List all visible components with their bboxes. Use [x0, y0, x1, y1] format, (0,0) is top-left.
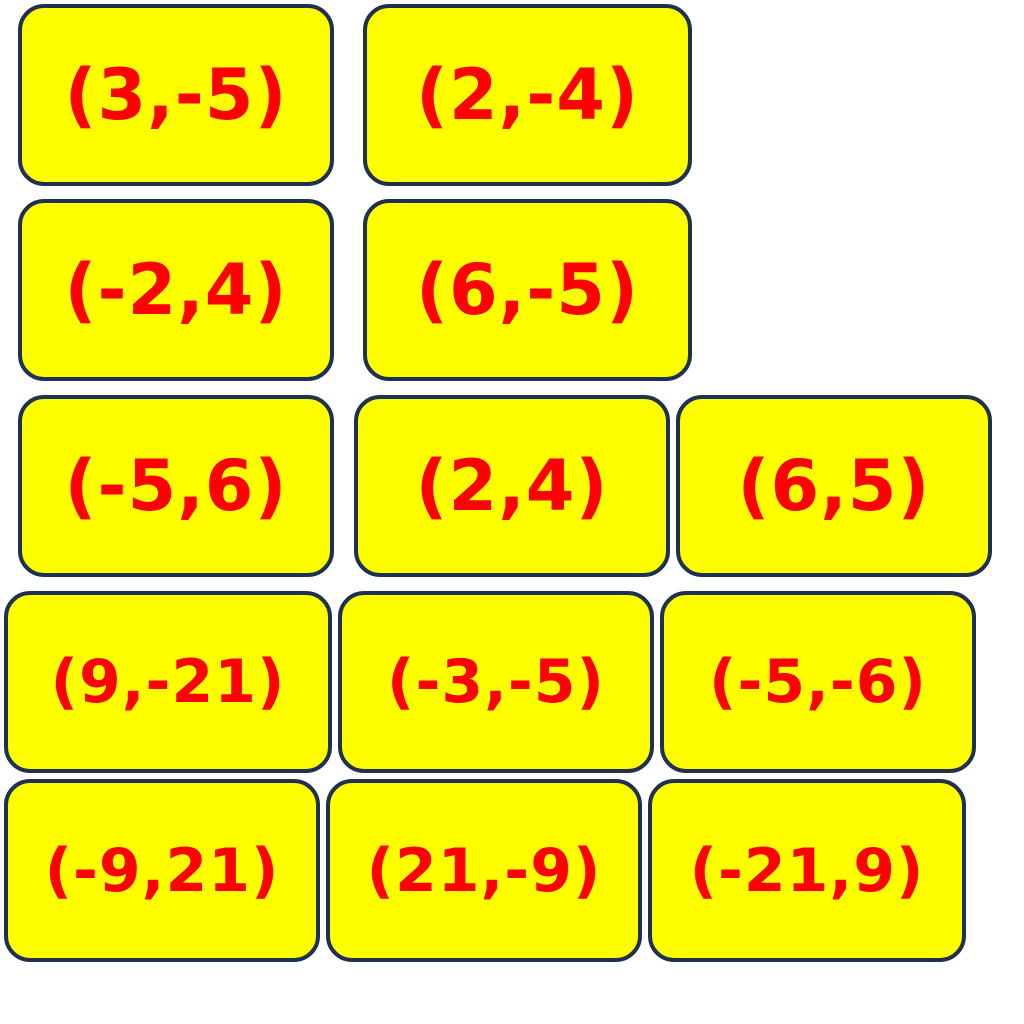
coordinate-label: (3,-5): [64, 54, 288, 136]
coordinate-card[interactable]: (2,-4): [363, 4, 692, 186]
coordinate-card[interactable]: (6,5): [676, 395, 992, 577]
coordinate-card[interactable]: (-2,4): [18, 199, 334, 381]
coordinate-card[interactable]: (21,-9): [326, 779, 642, 962]
coordinate-card[interactable]: (-9,21): [4, 779, 320, 962]
coordinate-card[interactable]: (-21,9): [648, 779, 966, 962]
coordinate-card[interactable]: (3,-5): [18, 4, 334, 186]
coordinate-label: (2,4): [415, 445, 609, 527]
coordinate-label: (-3,-5): [387, 647, 605, 717]
coordinate-label: (-21,9): [689, 835, 925, 906]
coordinate-label: (2,-4): [415, 54, 640, 136]
coordinate-card[interactable]: (-3,-5): [338, 591, 654, 773]
coordinate-label: (-5,-6): [709, 647, 927, 717]
coordinate-card[interactable]: (-5,6): [18, 395, 334, 577]
coordinate-label: (-2,4): [64, 249, 288, 331]
coordinate-label: (21,-9): [366, 835, 602, 906]
coordinate-label: (6,5): [737, 445, 931, 527]
coordinate-card[interactable]: (2,4): [354, 395, 670, 577]
coordinate-card[interactable]: (6,-5): [363, 199, 692, 381]
coordinate-label: (-9,21): [44, 835, 280, 906]
coordinate-label: (9,-21): [50, 647, 286, 717]
coordinate-card[interactable]: (-5,-6): [660, 591, 976, 773]
coordinate-label: (6,-5): [415, 249, 640, 331]
coordinate-label: (-5,6): [64, 445, 288, 527]
coordinate-card[interactable]: (9,-21): [4, 591, 332, 773]
